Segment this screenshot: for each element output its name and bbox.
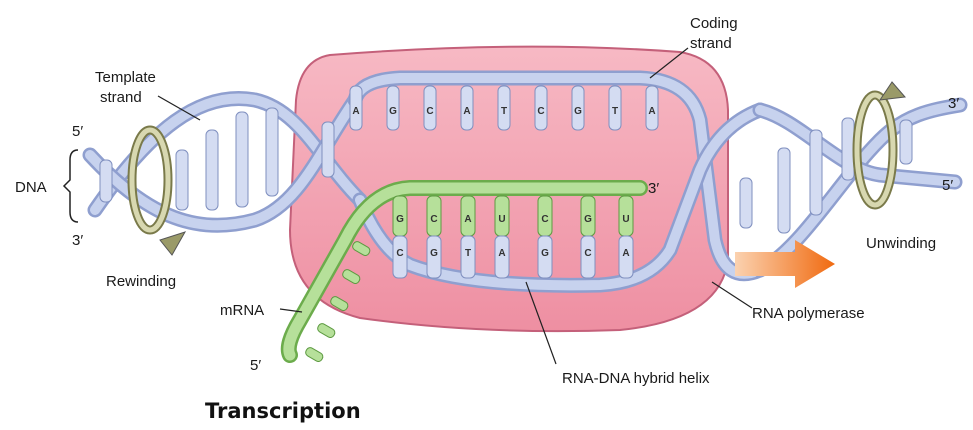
template-base-letter: G [541,248,549,259]
right-top-prime: 3′ [948,95,959,112]
left-bottom-prime: 3′ [72,232,83,249]
coding-base-letter: T [501,106,507,117]
coding-base-letter: G [389,106,397,117]
right-bottom-prime: 5′ [942,177,953,194]
coding-base-letter: T [612,106,618,117]
rna-base-letter: C [430,214,437,225]
rna-base-letter: G [396,214,404,225]
rna-end-prime: 3′ [648,180,659,197]
unwinding-label: Unwinding [866,235,936,252]
template-base-letter: C [584,248,591,259]
coding-base-letter: A [463,106,470,117]
coding-base-letter: C [537,106,544,117]
template-base-letter: T [465,248,471,259]
dna-bracket [64,150,78,222]
rna-base-letter: C [541,214,548,225]
rna-polymerase-label: RNA polymerase [752,305,865,322]
coding-strand-label-line2: strand [690,35,732,52]
rna-base-letter: G [584,214,592,225]
template-base-letter: G [430,248,438,259]
coding-base-letter: G [574,106,582,117]
hybrid-helix-label: RNA-DNA hybrid helix [562,370,710,387]
rna-base-letter: A [464,214,471,225]
coding-base-letter: A [648,106,655,117]
rna-base-letter: U [498,214,505,225]
rna-polymerase-leader [712,282,752,308]
rewinding-label: Rewinding [106,273,176,290]
mrna-label: mRNA [220,302,264,319]
template-base-letter: A [622,248,629,259]
template-strand-label-line2: strand [100,89,142,106]
template-strand-label-line1: Template [95,69,156,86]
coding-strand-label-line1: Coding [690,15,738,32]
dna-label: DNA [15,179,47,196]
coding-base-letter: C [426,106,433,117]
diagram-title: Transcription [205,399,361,423]
rna-base-letter: U [622,214,629,225]
template-base-letter: A [498,248,505,259]
template-base-letter: C [396,248,403,259]
left-top-prime: 5′ [72,123,83,140]
mrna-end-prime: 5′ [250,357,261,374]
coding-base-letter: A [352,106,359,117]
